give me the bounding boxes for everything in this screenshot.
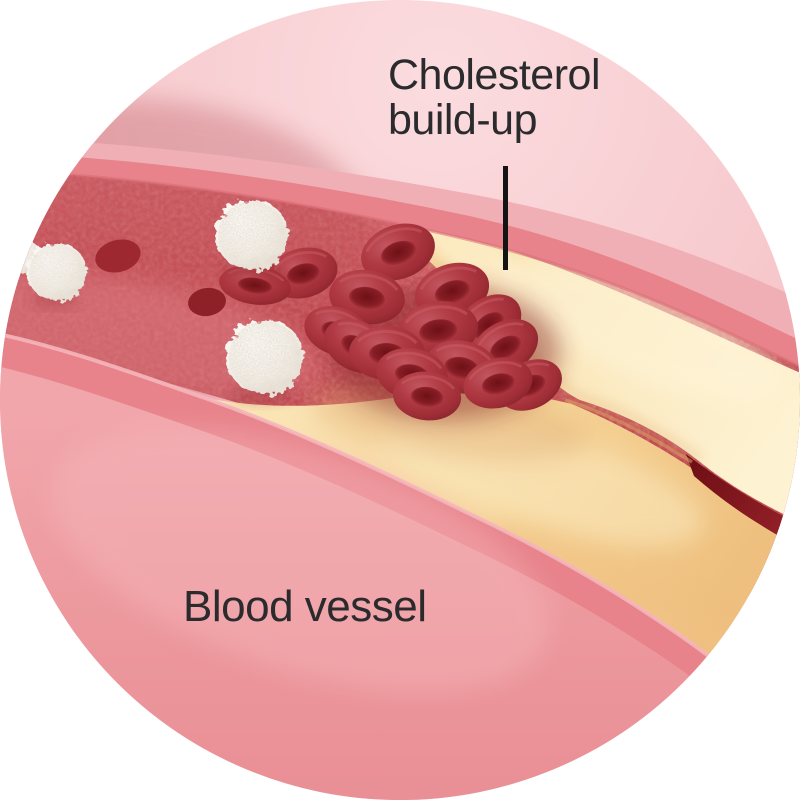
vessel-exterior [0, 362, 800, 800]
white-blood-cell [227, 319, 303, 395]
white-blood-cell [27, 242, 86, 301]
pointer-line [503, 166, 508, 270]
cholesterol-label: Cholesterol build-up [388, 51, 601, 144]
white-blood-cells [7, 199, 303, 403]
red-blood-cell [188, 287, 226, 317]
red-blood-cell [95, 239, 141, 273]
blood-vessel-label: Blood vessel [183, 582, 427, 631]
white-blood-cell [216, 199, 288, 271]
